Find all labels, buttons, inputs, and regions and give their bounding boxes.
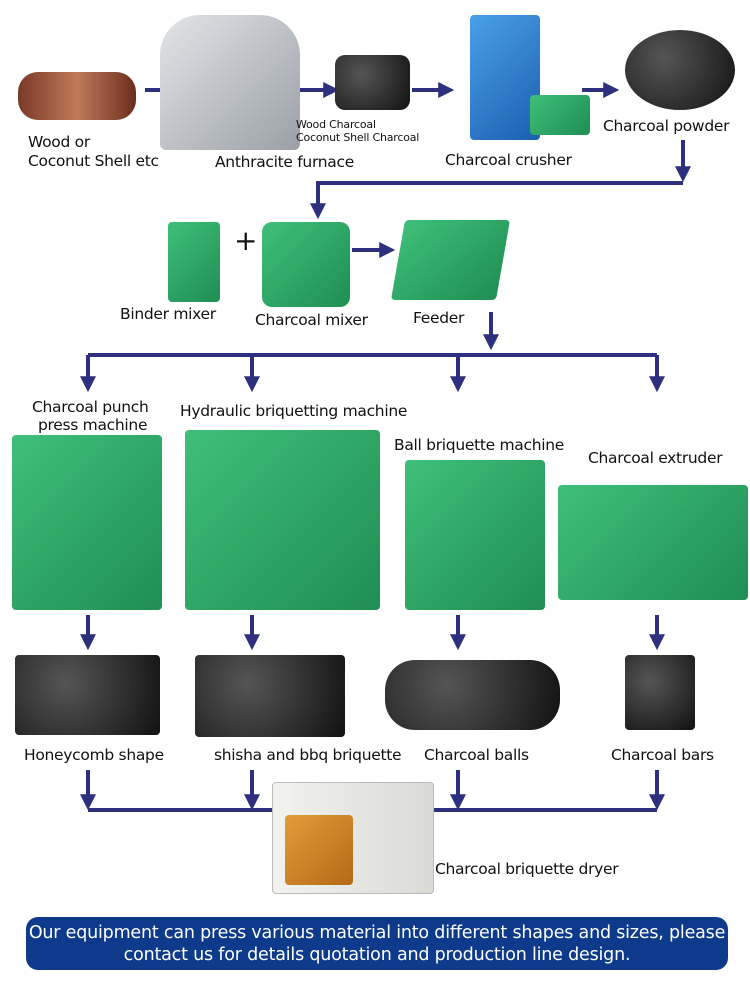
feeder-label: Feeder (413, 309, 465, 327)
ball-briquette-machine-image (405, 460, 545, 610)
binder-mixer-label: Binder mixer (120, 305, 216, 323)
charcoal-balls-image (385, 660, 560, 730)
raw-material-label-2: Coconut Shell etc (28, 152, 159, 170)
charcoal-mixer-label: Charcoal mixer (255, 311, 368, 329)
charcoal-label-2: Coconut Shell Charcoal (296, 131, 420, 144)
extruder-label: Charcoal extruder (588, 449, 723, 467)
bars-label: Charcoal bars (611, 746, 714, 764)
wood-charcoal-image (335, 55, 410, 110)
charcoal-bars-image (625, 655, 695, 730)
punch-label-2: press machine (38, 416, 148, 434)
banner-line-1: Our equipment can press various material… (28, 923, 726, 943)
plus-sign: + (234, 224, 258, 257)
charcoal-powder-image (625, 30, 735, 110)
balls-label: Charcoal balls (424, 746, 529, 764)
punch-press-machine-image (12, 435, 162, 610)
anthracite-furnace-image (160, 15, 300, 150)
binder-mixer-image (168, 222, 220, 302)
charcoal-crusher-image (470, 15, 540, 140)
crusher-motor-image (530, 95, 590, 135)
feeder-image (390, 220, 511, 300)
hydraulic-label: Hydraulic briquetting machine (180, 402, 408, 420)
furnace-label: Anthracite furnace (215, 153, 354, 171)
contact-banner: Our equipment can press various material… (26, 917, 728, 970)
punch-label-1: Charcoal punch (32, 398, 149, 416)
banner-line-2: contact us for details quotation and pro… (123, 945, 631, 965)
charcoal-mixer-image (262, 222, 350, 307)
honeycomb-briquettes-image (15, 655, 160, 735)
honeycomb-label: Honeycomb shape (24, 746, 164, 764)
powder-label: Charcoal powder (603, 117, 730, 135)
raw-material-label-1: Wood or (28, 133, 90, 151)
dryer-heater-image (285, 815, 353, 885)
dryer-label: Charcoal briquette dryer (435, 860, 619, 878)
crusher-label: Charcoal crusher (445, 151, 572, 169)
wood-logs-image (18, 72, 136, 120)
ball-machine-label: Ball briquette machine (394, 436, 565, 454)
hydraulic-briquetting-machine-image (185, 430, 380, 610)
charcoal-extruder-image (558, 485, 748, 600)
charcoal-label-1: Wood Charcoal (296, 118, 376, 131)
shisha-label: shisha and bbq briquette (214, 746, 402, 764)
shisha-bbq-briquettes-image (195, 655, 345, 737)
